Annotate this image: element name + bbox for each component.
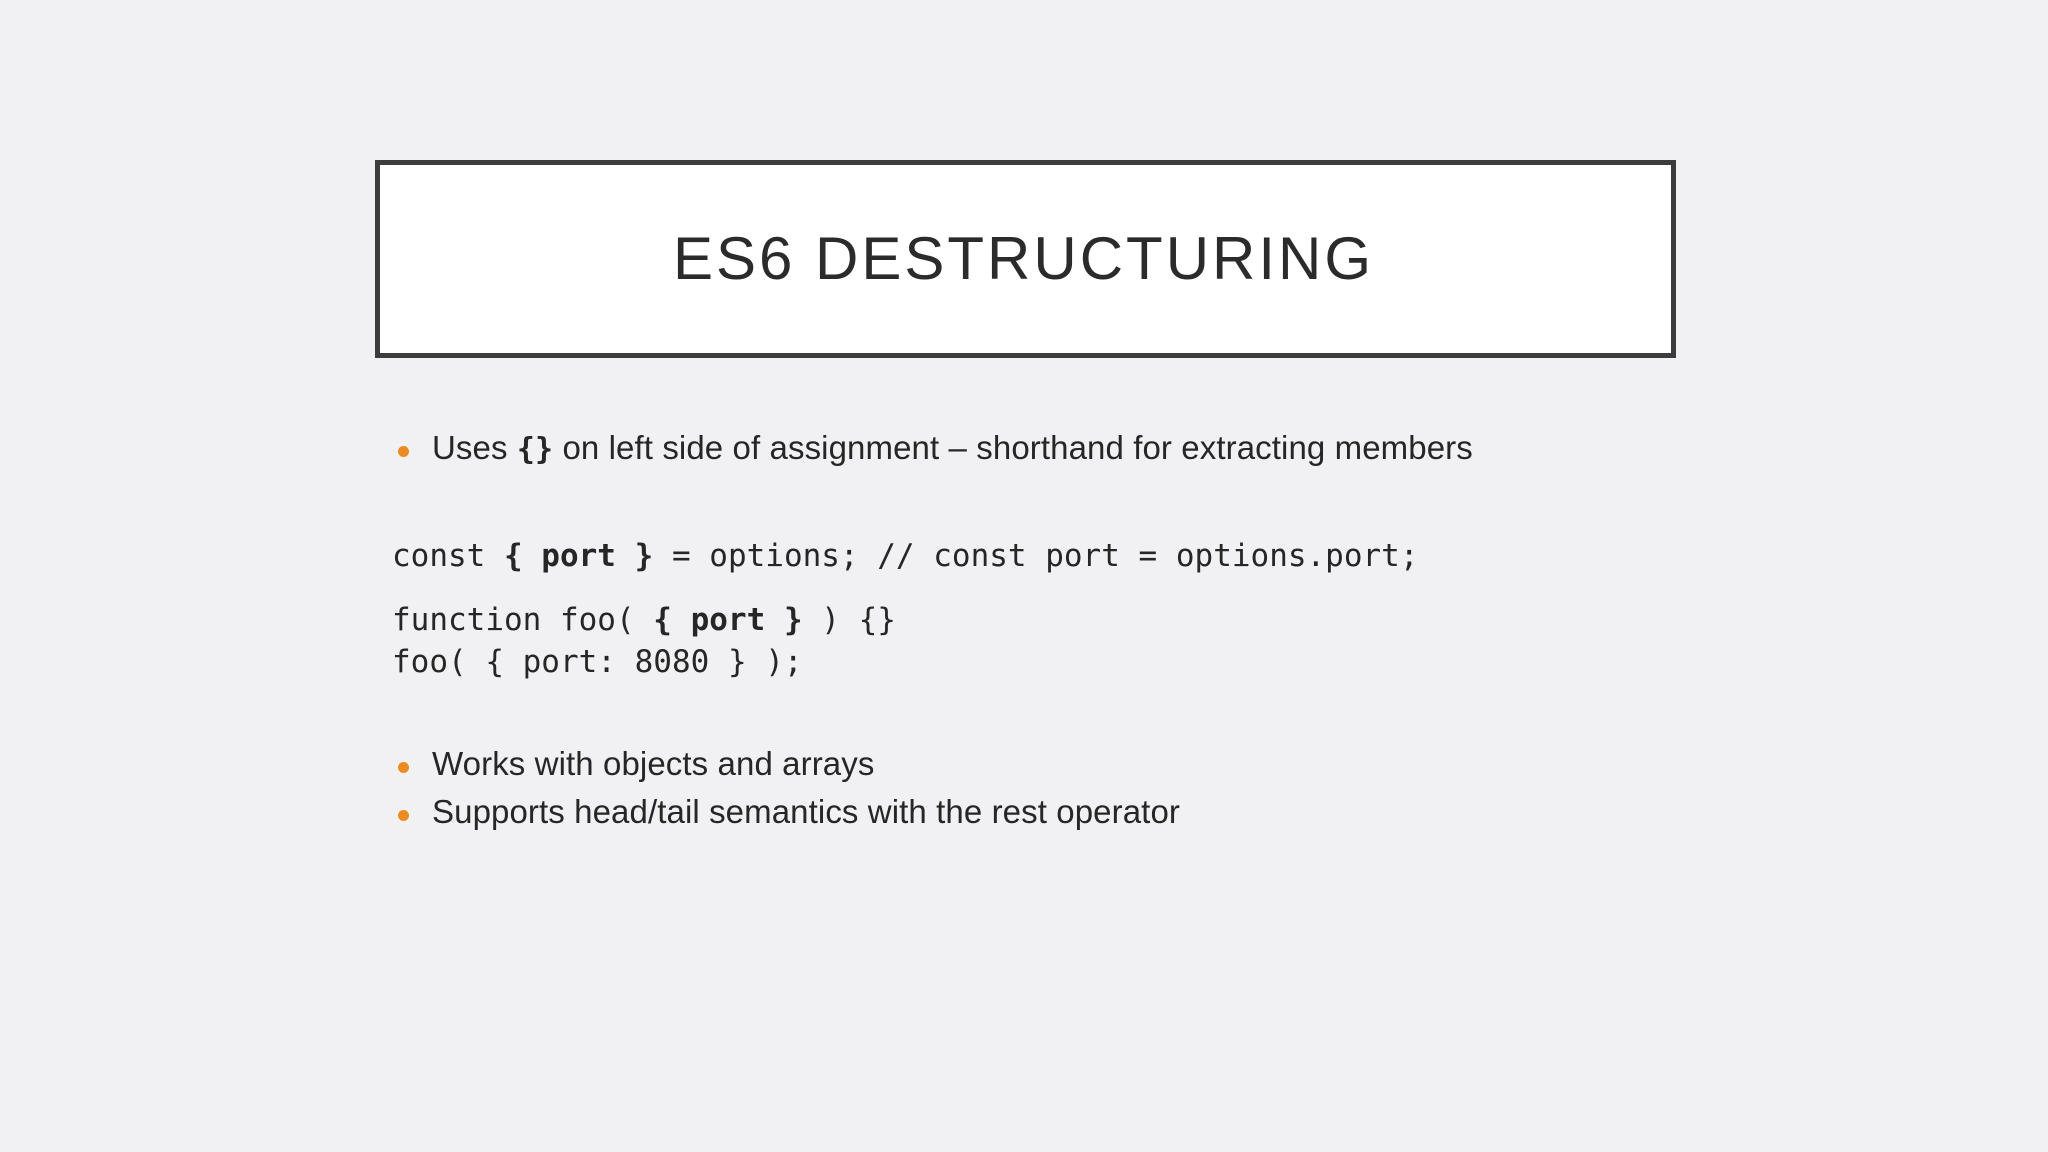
bullet-list-bottom: Works with objects and arrays Supports h… [392,741,1692,835]
code-block: const { port } = options; // const port … [392,535,1692,683]
bullet-list-top: Uses {} on left side of assignment – sho… [392,425,1692,473]
bullet-text: Supports head/tail semantics with the re… [432,793,1180,830]
code-line-1: const { port } = options; // const port … [392,535,1692,577]
code-block-spacer [392,577,1692,599]
bullet-text: Uses {} on left side of assignment – sho… [432,425,1473,473]
bullet-inline-code: {} [516,432,554,467]
list-item: Supports head/tail semantics with the re… [392,789,1692,835]
slide-body: Uses {} on left side of assignment – sho… [392,425,1692,835]
page-title: ES6 DESTRUCTURING [672,225,1375,292]
title-box: ES6 DESTRUCTURING [375,160,1676,358]
code-seg-plain: const [392,538,504,574]
code-seg-plain: foo( { port: 8080 } ); [392,644,803,680]
bullet-dot-icon [392,789,432,835]
list-item: Works with objects and arrays [392,741,1692,787]
bullet-text-suffix: on left side of assignment – shorthand f… [553,429,1473,466]
code-seg-plain: ) {} [802,602,896,638]
bullet-dot-icon [392,425,432,471]
code-seg-bold: { port } [503,538,654,574]
bullet-dot-icon [392,741,432,787]
bullet-text-prefix: Uses [432,429,517,466]
code-line-3: foo( { port: 8080 } ); [392,641,1692,683]
code-seg-plain: = options; // const port = options.port; [653,538,1419,574]
list-item: Uses {} on left side of assignment – sho… [392,425,1692,473]
code-seg-bold: { port } [653,602,803,638]
code-line-2: function foo( { port } ) {} [392,599,1692,641]
code-seg-plain: function foo( [392,602,654,638]
bullet-text: Works with objects and arrays [432,745,875,782]
